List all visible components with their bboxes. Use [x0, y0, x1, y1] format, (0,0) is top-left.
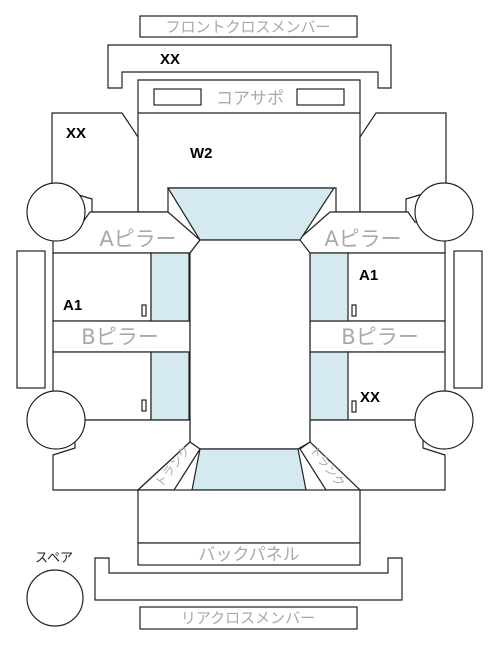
rear-cross-member-label: リアクロスメンバー: [181, 609, 315, 627]
right-front-door-handle: [351, 304, 357, 317]
core-support-label: コアサポ: [216, 89, 284, 109]
left-rear-window[interactable]: [150, 351, 190, 421]
hood-code: W2: [190, 145, 213, 162]
left-a-pillar-label: Aピラー: [99, 227, 176, 251]
spare-label: スペア: [35, 551, 73, 566]
right-front-window[interactable]: [309, 252, 349, 322]
headlight-right[interactable]: [296, 88, 345, 106]
front-cross-member-box[interactable]: [139, 15, 358, 38]
trunk-lid[interactable]: [137, 489, 361, 544]
right-rear-door-handle: [351, 400, 357, 413]
spare-tire[interactable]: [26, 569, 84, 627]
right-front-door-code: A1: [359, 267, 378, 284]
right-b-pillar-label: Bピラー: [341, 325, 418, 349]
right-side-sill[interactable]: [453, 250, 483, 389]
left-side-sill[interactable]: [16, 250, 46, 389]
right-front-door[interactable]: [346, 252, 446, 322]
back-panel[interactable]: [137, 542, 361, 566]
right-front-fender[interactable]: [359, 112, 447, 213]
left-b-pillar-label: Bピラー: [81, 325, 158, 349]
right-a-pillar-label: Aピラー: [324, 227, 401, 251]
rear-cross-member[interactable]: [94, 557, 403, 601]
left-front-door-code: A1: [63, 297, 82, 314]
rear-cross-member-box[interactable]: [139, 606, 358, 630]
front-left-wheel[interactable]: [26, 182, 86, 242]
left-front-fender-code: XX: [66, 125, 86, 142]
back-panel-label: バックパネル: [198, 545, 299, 565]
rear-glass[interactable]: [191, 448, 307, 491]
right-rear-window[interactable]: [309, 351, 349, 421]
rear-left-wheel[interactable]: [26, 390, 86, 450]
right-rear-door-code: XX: [360, 389, 380, 406]
rear-right-wheel[interactable]: [414, 390, 474, 450]
left-rear-door-handle: [141, 399, 147, 412]
front-right-wheel[interactable]: [414, 182, 474, 242]
left-front-window[interactable]: [150, 252, 190, 322]
front-cross-member-label: フロントクロスメンバー: [165, 18, 330, 36]
front-cross-member-code: XX: [160, 51, 180, 68]
left-front-door-handle: [141, 304, 147, 317]
roof[interactable]: [189, 239, 311, 450]
headlight-left[interactable]: [153, 88, 202, 106]
front-cross-member[interactable]: [107, 44, 392, 89]
right-b-pillar[interactable]: [309, 320, 446, 353]
